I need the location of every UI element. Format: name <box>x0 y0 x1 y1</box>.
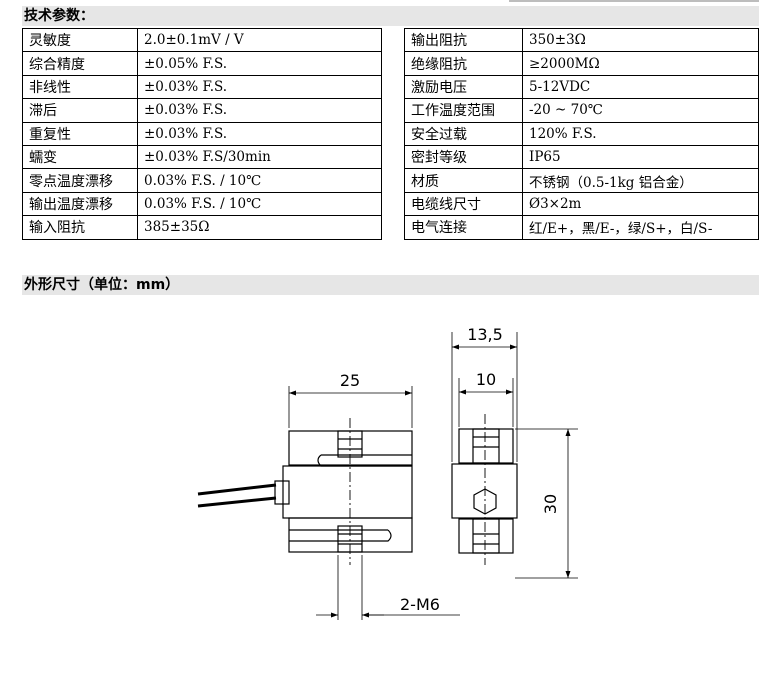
spec-row: 材质不锈钢（0.5-1kg 铝合金） <box>404 168 759 193</box>
spec-label: 输出温度漂移 <box>22 191 138 217</box>
spec-value: 2.0±0.1mV / V <box>137 27 382 53</box>
spec-label: 安全过载 <box>404 121 523 146</box>
spec-row: 非线性±0.03% F.S. <box>22 74 382 100</box>
spec-label: 密封等级 <box>404 144 523 170</box>
spec-value: ≥2000MΩ <box>522 51 759 76</box>
spec-value: 350±3Ω <box>522 27 759 53</box>
spec-value: ±0.03% F.S. <box>137 121 382 146</box>
specs-section-title: 技术参数： <box>22 6 759 26</box>
side-body <box>451 463 518 519</box>
body-block <box>282 465 413 519</box>
spec-value: 120% F.S. <box>522 121 759 146</box>
spec-row: 绝缘阻抗≥2000MΩ <box>404 51 759 76</box>
spec-label: 电缆线尺寸 <box>404 191 523 217</box>
spec-label: 电气连接 <box>404 215 523 240</box>
spec-label: 重复性 <box>22 121 138 146</box>
spec-label: 零点温度漂移 <box>22 168 138 193</box>
spec-value: 0.03% F.S. / 10℃ <box>137 191 382 217</box>
spec-row: 重复性±0.03% F.S. <box>22 121 382 146</box>
spec-label: 绝缘阻抗 <box>404 51 523 76</box>
spec-value: ±0.03% F.S. <box>137 74 382 100</box>
spec-row: 滞后±0.03% F.S. <box>22 98 382 123</box>
side-view <box>451 332 578 579</box>
spec-label: 输入阻抗 <box>22 215 138 240</box>
spec-row: 综合精度±0.05% F.S. <box>22 51 382 76</box>
spec-label: 滞后 <box>22 98 138 123</box>
spec-value: 红/E+，黑/E-，绿/S+，白/S- <box>522 215 759 240</box>
spec-label: 激励电压 <box>404 74 523 100</box>
inner-dim-label: 10 <box>476 370 496 389</box>
spec-value: ±0.03% F.S/30min <box>137 144 382 170</box>
spec-row: 蠕变±0.03% F.S/30min <box>22 144 382 170</box>
spec-value: 385±35Ω <box>137 215 382 240</box>
header-rule <box>509 0 759 2</box>
depth-dim-label: 13,5 <box>467 325 503 344</box>
spec-label: 非线性 <box>22 74 138 100</box>
thread-dim-label: 2-M6 <box>400 595 440 614</box>
top-block <box>288 430 413 466</box>
dimensions-section-title: 外形尺寸（单位：mm） <box>22 275 759 295</box>
front-view <box>197 386 460 620</box>
cable-gland <box>274 480 290 505</box>
spec-value: IP65 <box>522 144 759 170</box>
spec-value: 0.03% F.S. / 10℃ <box>137 168 382 193</box>
height-dim-label: 30 <box>541 494 560 514</box>
width-dim-label: 25 <box>340 371 360 390</box>
spec-row: 电气连接红/E+，黑/E-，绿/S+，白/S- <box>404 215 759 240</box>
spec-label: 蠕变 <box>22 144 138 170</box>
spec-value: ±0.05% F.S. <box>137 51 382 76</box>
bottom-block <box>288 517 413 553</box>
